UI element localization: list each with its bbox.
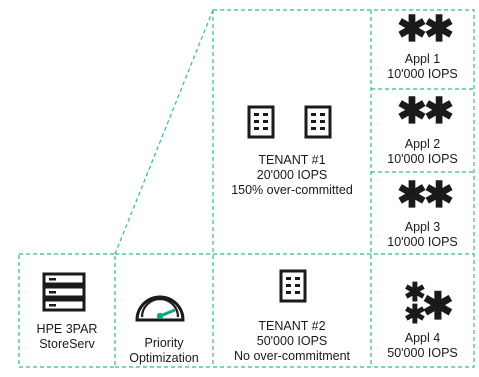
tenants-box (212, 9, 475, 368)
svg-text:✱: ✱ (422, 286, 454, 325)
storserv-label: HPE 3PAR StoreServ (19, 322, 115, 352)
storserv-line2: StoreServ (39, 337, 95, 351)
appl4-label: Appl 4 50'000 IOPS (371, 331, 474, 361)
appl2-label: Appl 2 10'000 IOPS (371, 137, 474, 167)
gauge-icon (135, 295, 185, 322)
tenant2-line1: TENANT #2 (258, 319, 326, 333)
appl4-iops: 50'000 IOPS (387, 346, 458, 360)
tenant1-label: TENANT #1 20'000 IOPS 150% over-committe… (213, 153, 371, 198)
appl2-asterisks-icon: ✱✱ (396, 90, 454, 131)
appl3-name: Appl 3 (404, 220, 441, 234)
tenant1-server-icon-b (304, 105, 332, 139)
appl2-name: Appl 2 (404, 137, 441, 151)
appl4-name: Appl 4 (404, 331, 441, 345)
svg-text:✱: ✱ (404, 279, 426, 307)
tenant2-label: TENANT #2 50'000 IOPS No over-commitment (213, 319, 371, 364)
server-stack-icon (42, 272, 86, 312)
appl1-iops: 10'000 IOPS (387, 67, 458, 81)
tenant1-line2: 20'000 IOPS (256, 168, 328, 182)
appl1-name: Appl 1 (404, 52, 441, 66)
tenant1-line3: 150% over-committed (231, 183, 353, 197)
tenant2-line2: 50'000 IOPS (256, 334, 328, 348)
priority-label: Priority Optimization (115, 336, 213, 366)
tenant1-line1: TENANT #1 (258, 153, 326, 167)
tenant2-server-icon (279, 269, 307, 303)
appl4-asterisks-icon: ✱ ✱ ✱ (404, 279, 454, 325)
appl3-iops: 10'000 IOPS (387, 235, 458, 249)
appl1-asterisks-icon: ✱✱ (396, 8, 454, 49)
svg-text:✱: ✱ (404, 299, 426, 325)
tenant1-server-icon-a (247, 105, 275, 139)
storserv-line1: HPE 3PAR (36, 322, 98, 336)
priority-line2: Optimization (129, 351, 199, 365)
tenant2-line3: No over-commitment (234, 349, 350, 363)
appl3-asterisks-icon: ✱✱ (396, 174, 454, 215)
appl2-iops: 10'000 IOPS (387, 152, 458, 166)
appl1-label: Appl 1 10'000 IOPS (371, 52, 474, 82)
priority-line1: Priority (144, 336, 184, 350)
appl3-label: Appl 3 10'000 IOPS (371, 220, 474, 250)
